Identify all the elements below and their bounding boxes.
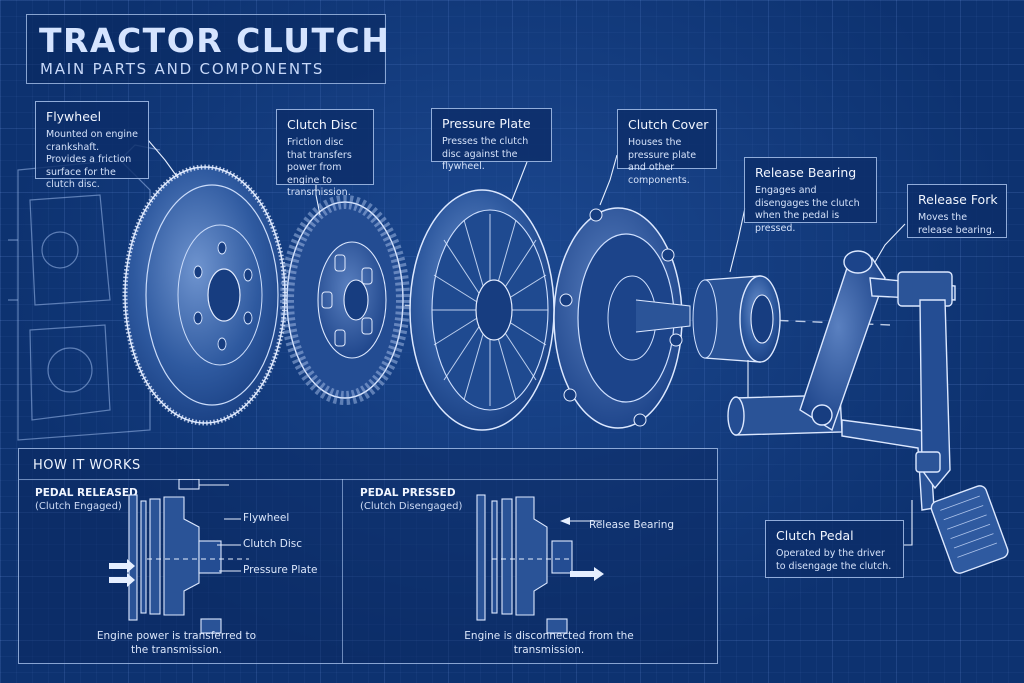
flywheel-drawing xyxy=(122,164,288,426)
pressed-subtitle: (Clutch Disengaged) xyxy=(360,501,463,512)
release-fork-drawing xyxy=(727,250,956,436)
callout-clutch-pedal-title: Clutch Pedal xyxy=(776,528,854,543)
how-it-works-title: HOW IT WORKS xyxy=(33,458,141,473)
callout-release-bearing-desc: Engages and disengages the clutch when t… xyxy=(755,185,860,234)
pressed-label-release-bearing: Release Bearing xyxy=(589,519,675,531)
pressed-title: PEDAL PRESSED xyxy=(360,487,456,499)
how-it-works-panel: HOW IT WORKS PEDAL RELEASED (Clutch Enga… xyxy=(18,448,718,664)
callout-clutch-pedal: Clutch Pedal Operated by the driver to d… xyxy=(765,520,904,578)
callout-flywheel: Flywheel Mounted on engine crankshaft. P… xyxy=(35,101,149,190)
callout-clutch-pedal-desc: Operated by the driver to disengage the … xyxy=(776,548,892,572)
page-subtitle: MAIN PARTS AND COMPONENTS xyxy=(40,60,325,78)
pressed-diagram xyxy=(476,494,604,634)
release-bearing-drawing xyxy=(692,275,781,363)
panel-divider-vertical xyxy=(342,479,343,663)
callout-release-bearing-title: Release Bearing xyxy=(755,165,857,180)
callout-release-fork-title: Release Fork xyxy=(918,192,998,207)
released-subtitle: (Clutch Engaged) xyxy=(35,501,122,512)
released-title: PEDAL RELEASED xyxy=(35,487,138,499)
pressure-plate-drawing xyxy=(409,189,555,431)
title-panel: TRACTOR CLUTCH MAIN PARTS AND COMPONENTS xyxy=(26,14,389,84)
callout-release-bearing: Release Bearing Engages and disengages t… xyxy=(744,157,877,234)
callout-release-fork-desc: Moves the release bearing. xyxy=(918,212,995,236)
released-label-pressure-plate: Pressure Plate xyxy=(243,564,318,576)
leader-lines xyxy=(147,139,913,546)
callout-flywheel-title: Flywheel xyxy=(46,109,102,124)
callout-clutch-cover-title: Clutch Cover xyxy=(628,117,709,132)
callout-clutch-cover: Clutch Cover Houses the pressure plate a… xyxy=(617,109,717,186)
page-title: TRACTOR CLUTCH xyxy=(39,21,391,60)
panel-divider-horizontal xyxy=(19,479,717,480)
clutch-disc-drawing xyxy=(280,195,410,405)
callout-pressure-plate: Pressure Plate Presses the clutch disc a… xyxy=(431,108,552,172)
callout-pressure-plate-desc: Presses the clutch disc against the flyw… xyxy=(442,136,529,172)
released-caption: Engine power is transferred to the trans… xyxy=(96,630,257,656)
clutch-cover-drawing xyxy=(553,207,691,429)
released-label-clutch-disc: Clutch Disc xyxy=(243,538,303,550)
callout-clutch-disc-title: Clutch Disc xyxy=(287,117,358,132)
callout-clutch-disc-desc: Friction disc that transfers power from … xyxy=(287,137,352,198)
clutch-pedal-drawing xyxy=(841,299,1009,574)
callout-clutch-disc: Clutch Disc Friction disc that transfers… xyxy=(276,109,374,198)
callout-clutch-cover-desc: Houses the pressure plate and other comp… xyxy=(628,137,697,186)
released-label-flywheel: Flywheel xyxy=(243,512,290,524)
callout-flywheel-desc: Mounted on engine crankshaft. Provides a… xyxy=(46,129,138,190)
callout-release-fork: Release Fork Moves the release bearing. xyxy=(907,184,1007,238)
released-diagram xyxy=(109,479,249,634)
pressed-caption: Engine is disconnected from the transmis… xyxy=(464,630,634,656)
callout-pressure-plate-title: Pressure Plate xyxy=(442,116,531,131)
